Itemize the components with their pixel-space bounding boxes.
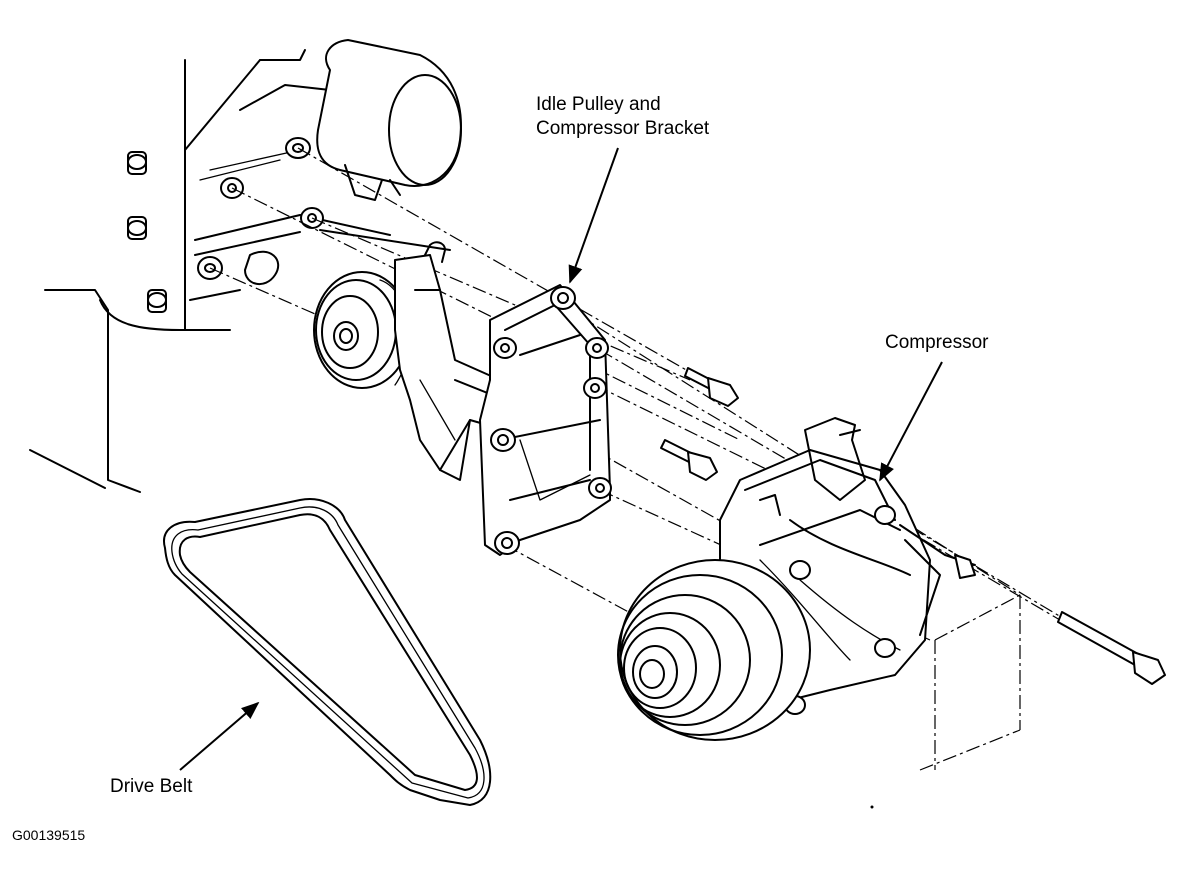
idle-pulley-label: Idle Pulley and Compressor Bracket	[536, 93, 709, 141]
bolt-lower	[660, 439, 718, 481]
compressor-label: Compressor	[885, 332, 989, 353]
engine-bosses	[197, 137, 324, 285]
bolt-upper	[684, 367, 739, 407]
drive-belt-label: Drive Belt	[110, 776, 193, 797]
compressor-clutch-pulley	[617, 559, 811, 741]
engine-studs	[127, 151, 167, 313]
drive-belt-arrow	[179, 701, 260, 771]
oil-filter	[316, 39, 462, 201]
speck	[870, 805, 874, 809]
figure-id: G00139515	[12, 827, 86, 843]
idle-pulley-label-line2: Compressor Bracket	[536, 118, 710, 139]
compressor-bracket	[479, 284, 612, 556]
compressor-arrow	[879, 361, 943, 482]
idle-pulley-arrow	[568, 147, 619, 284]
drive-belt	[163, 498, 492, 806]
bolt-long	[1057, 611, 1166, 685]
idle-pulley-label-line1: Idle Pulley and	[536, 94, 661, 115]
